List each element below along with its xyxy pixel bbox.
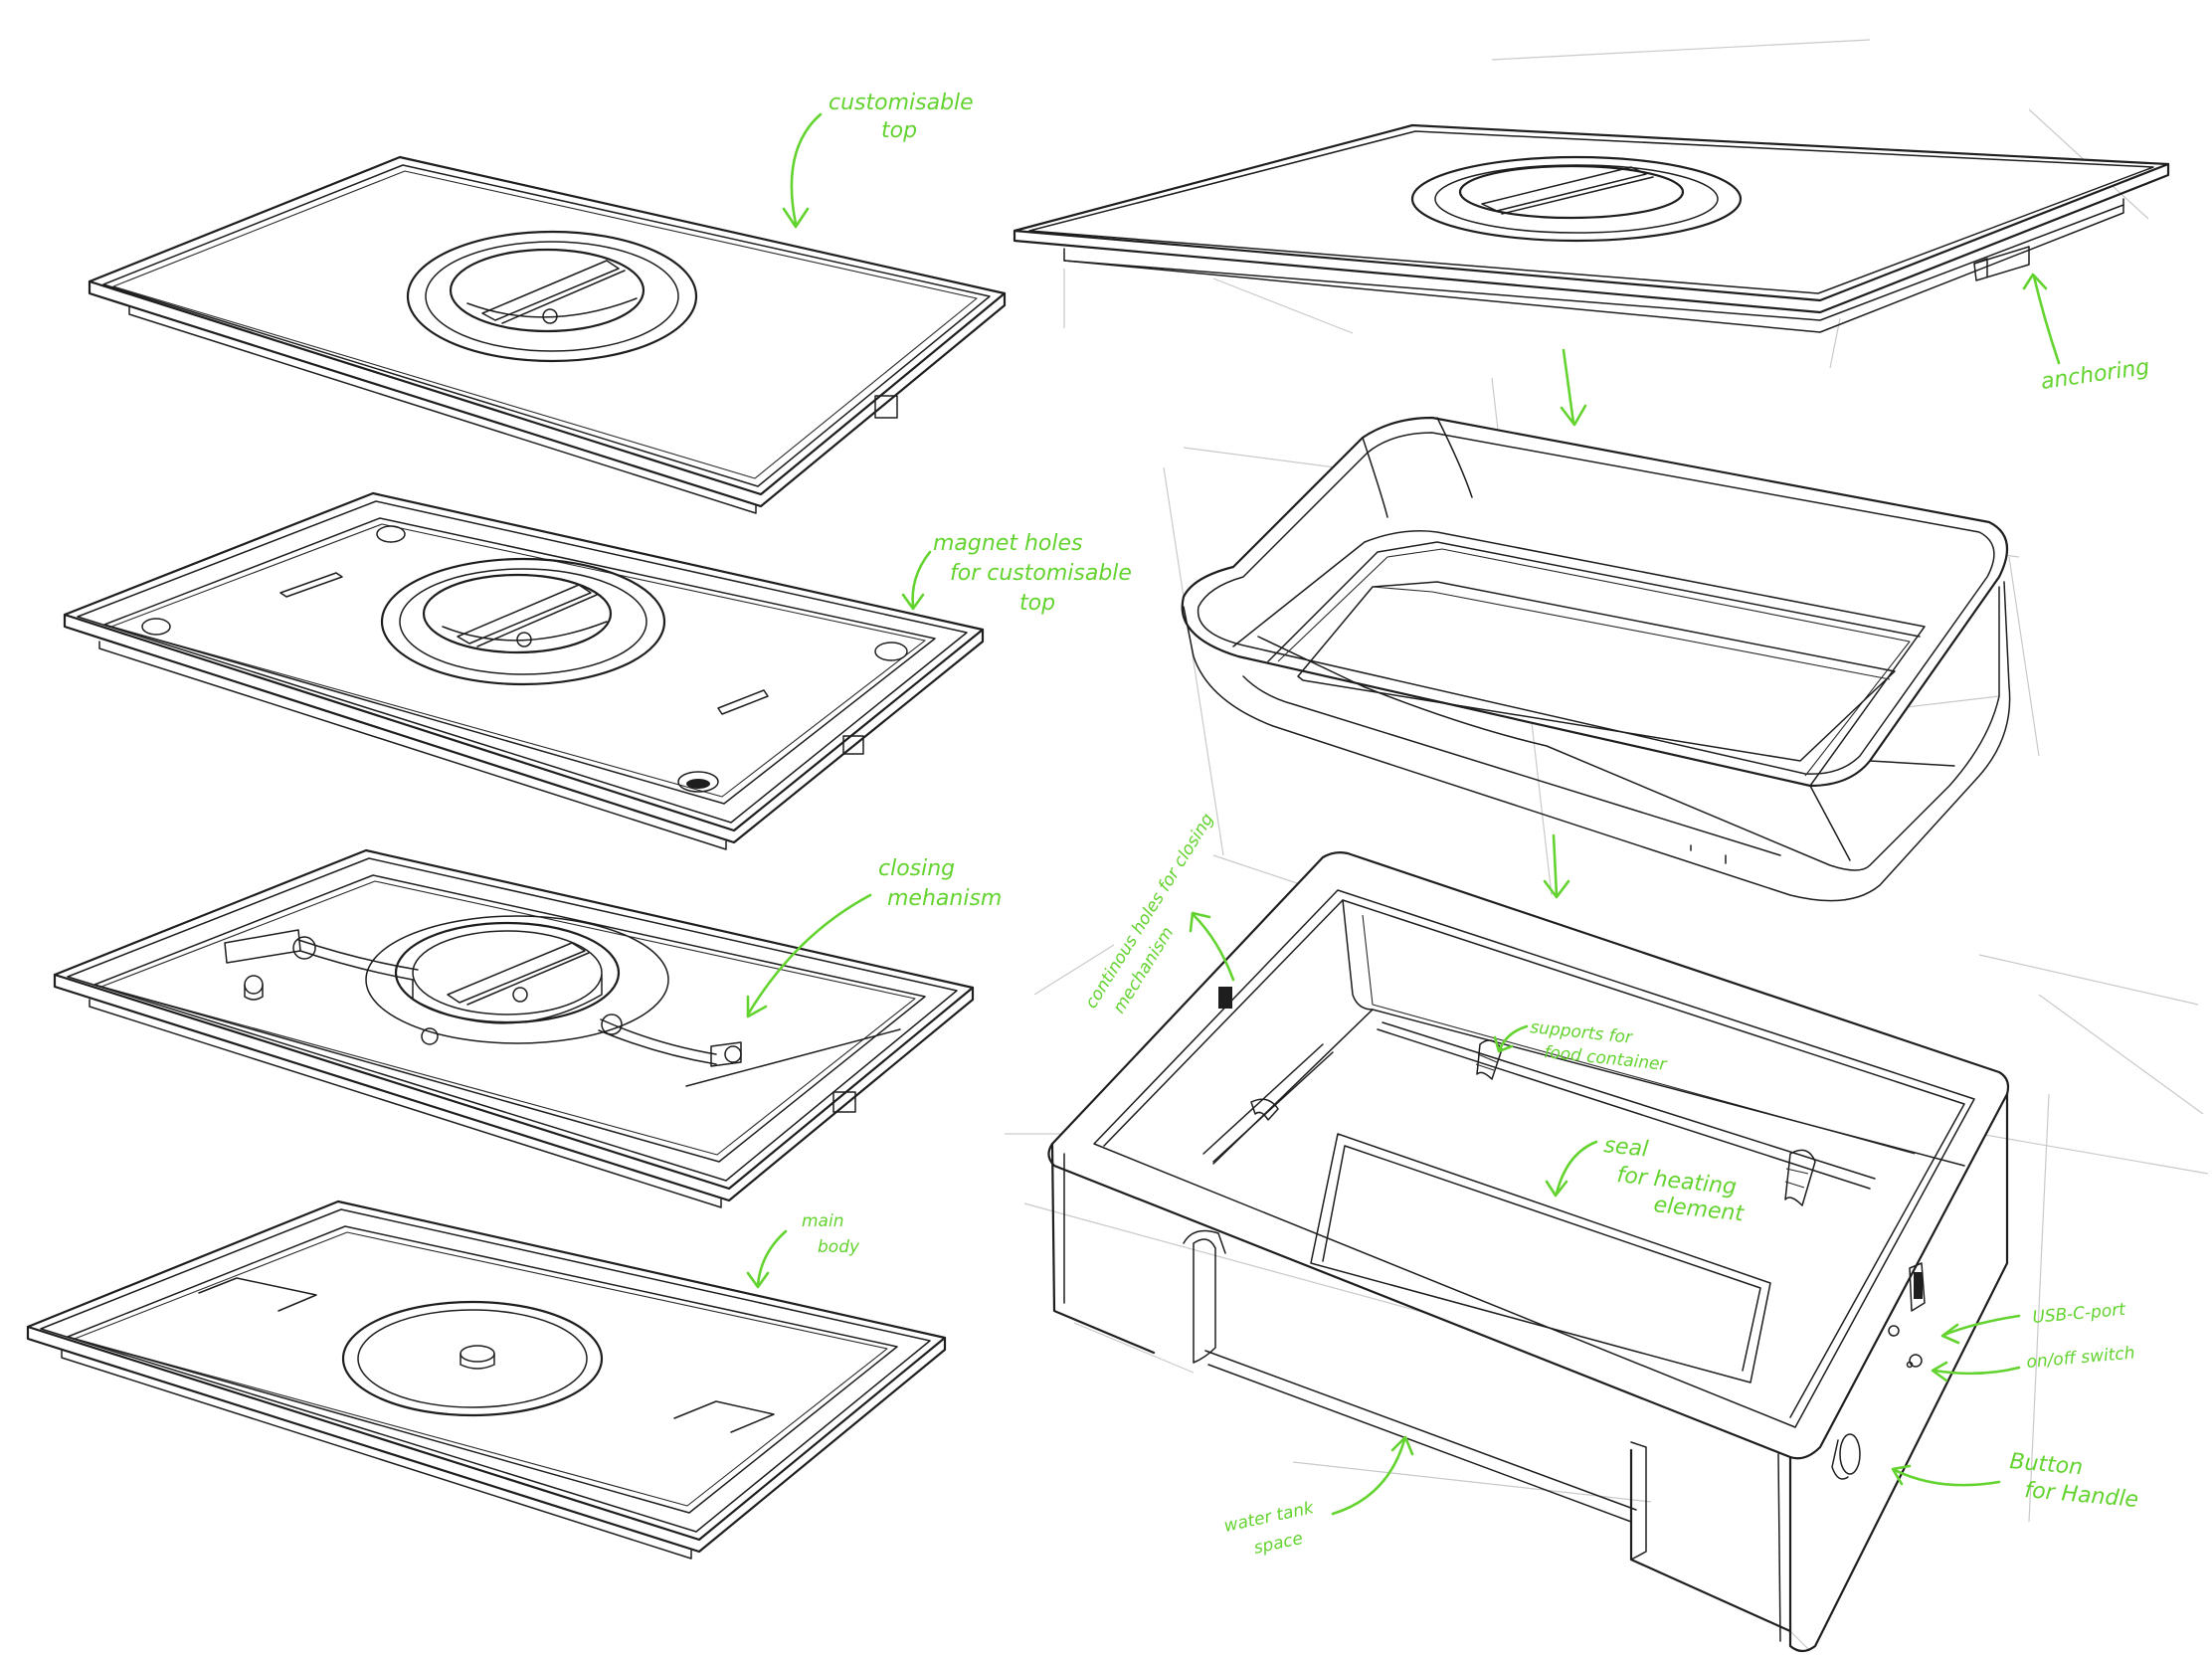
annotation-magnet-holes: magnet holes for customisable top [901, 531, 1132, 616]
svg-text:on/off switch: on/off switch [2026, 1344, 2136, 1373]
svg-text:Button: Button [2008, 1449, 2084, 1480]
svg-text:body: body [818, 1237, 860, 1257]
annotation-closing-mechanism: closing mehanism [746, 856, 1002, 1018]
svg-text:seal: seal [1602, 1133, 1649, 1163]
annotation-customisable-top: customisable top [782, 91, 974, 229]
svg-text:top: top [1019, 591, 1055, 616]
annotation-container-to-body-arrow [1543, 833, 1570, 899]
assembled-lid [1013, 39, 2170, 369]
svg-text:for customisable: for customisable [950, 561, 1132, 586]
magnet-holes-plate [63, 491, 985, 850]
svg-text:USB-C-port: USB-C-port [2032, 1300, 2127, 1328]
svg-text:closing: closing [878, 856, 955, 881]
svg-text:magnet holes: magnet holes [933, 531, 1083, 556]
svg-text:anchoring: anchoring [2039, 355, 2150, 395]
svg-text:main: main [802, 1211, 843, 1231]
annotation-main-body: main body [746, 1211, 860, 1289]
svg-text:water tank: water tank [1222, 1498, 1317, 1537]
svg-text:mehanism: mehanism [887, 886, 1002, 911]
svg-text:space: space [1252, 1529, 1305, 1559]
closing-mechanism-plate [53, 848, 975, 1208]
annotation-lid-to-container-arrow [1560, 348, 1587, 427]
customisable-top-plate [88, 155, 1007, 514]
annotation-anchoring: anchoring [2022, 273, 2151, 395]
annotation-button-handle: Button for Handle [1891, 1449, 2139, 1513]
main-body-box [1005, 851, 2209, 1653]
svg-text:customisable: customisable [829, 91, 974, 115]
svg-text:continous holes for closing: continous holes for closing [1081, 810, 1217, 1012]
food-container [1163, 377, 2040, 946]
svg-text:for Handle: for Handle [2023, 1478, 2139, 1513]
annotation-water-tank: water tank space [1222, 1435, 1414, 1559]
svg-text:top: top [881, 118, 917, 143]
main-body-plate [26, 1199, 947, 1560]
